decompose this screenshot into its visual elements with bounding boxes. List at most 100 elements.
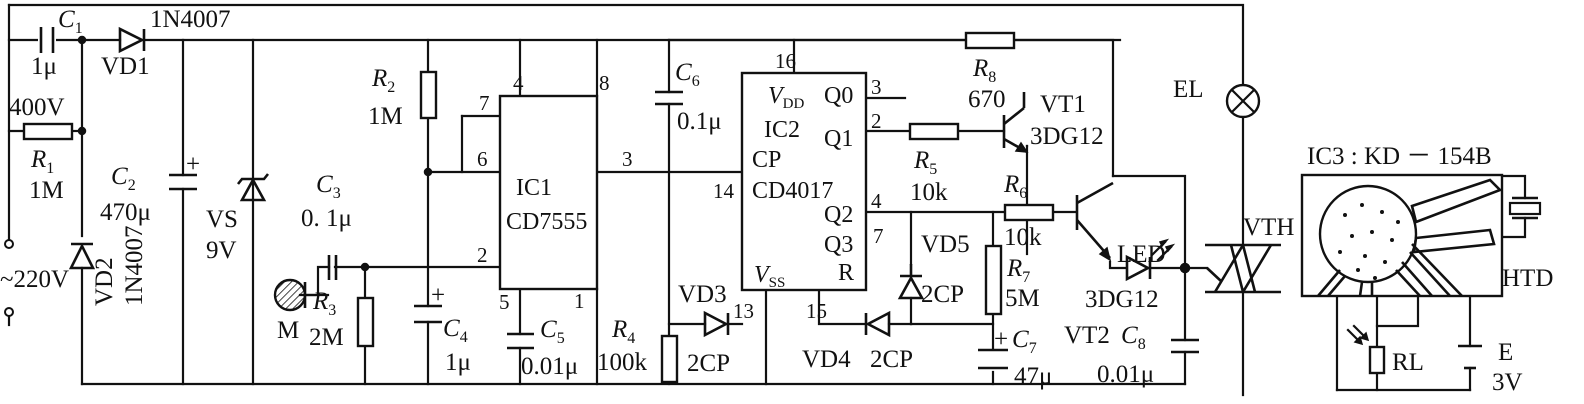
c4-label: C <box>443 315 460 342</box>
c2-plus: + <box>186 151 200 178</box>
svg-text:R8: R8 <box>972 55 996 86</box>
svg-text:C6: C6 <box>675 59 700 90</box>
capacitor-c7 <box>978 348 1008 370</box>
vs-label: VS <box>206 206 238 233</box>
vd3-label: VD3 <box>678 281 727 308</box>
r4-label-sub: 4 <box>627 330 635 347</box>
ic3-module <box>1300 173 1504 298</box>
ic2-pin-4: 4 <box>871 189 882 213</box>
capacitor-c4 <box>414 304 442 324</box>
mains-terminals <box>4 239 14 317</box>
ic1-pin-7: 7 <box>479 91 490 115</box>
mic-label: M <box>277 317 299 344</box>
vd4-type: 2CP <box>870 346 913 373</box>
c8-label: C <box>1121 322 1138 349</box>
vd1-label: VD1 <box>101 53 150 80</box>
svg-text:R6: R6 <box>1003 171 1027 202</box>
ic2-q2: Q2 <box>824 202 853 228</box>
led <box>1125 238 1176 282</box>
vt2-type: 3DG12 <box>1085 286 1159 313</box>
diode-vd3 <box>703 310 730 338</box>
ic1-name: IC1 <box>516 175 552 201</box>
svg-text:R1: R1 <box>30 146 54 177</box>
transistor-vt1 <box>1002 92 1029 154</box>
ic2-pin-numbers: 16 3 2 14 4 7 13 15 <box>713 49 884 323</box>
r2-value: 1M <box>368 103 403 130</box>
vs-value: 9V <box>206 237 237 264</box>
r3-label: R <box>312 288 328 315</box>
ic3-label: IC3 : KD － 154B <box>1307 143 1492 170</box>
c6-label: C <box>675 59 692 86</box>
c5-label: C <box>540 316 557 343</box>
microphone-m <box>273 278 307 312</box>
diode-vd1 <box>118 26 146 54</box>
resistor-r1 <box>22 122 74 141</box>
r1-voltage: 400V <box>9 94 65 121</box>
capacitor-c2 <box>169 173 197 191</box>
mains-label: ~220V <box>0 266 69 293</box>
ic2-name: IC2 <box>764 117 800 143</box>
r1-label: R <box>30 146 46 173</box>
r8-value: 670 <box>968 86 1006 113</box>
htd-label: HTD <box>1502 265 1553 292</box>
svg-text:C2: C2 <box>111 163 136 194</box>
c8-value: 0.01μ <box>1097 361 1154 388</box>
c6-label-sub: 6 <box>692 73 700 90</box>
c4-plus: + <box>431 282 445 309</box>
led-label: LED <box>1117 241 1166 268</box>
resistor-r4 <box>660 334 679 384</box>
ic2-vss-sub: SS <box>769 275 786 291</box>
r5-value: 10k <box>910 179 948 206</box>
r2-label-sub: 2 <box>387 79 395 96</box>
c2-label-sub: 2 <box>128 177 136 194</box>
ic2-q0: Q0 <box>824 83 853 109</box>
r6-label-sub: 6 <box>1019 185 1027 202</box>
ic1-pin-1: 1 <box>574 289 585 313</box>
r5-label: R <box>913 147 929 174</box>
r8-label: R <box>972 55 988 82</box>
photoresistor-rl <box>1346 324 1386 375</box>
r7-label-sub: 7 <box>1022 269 1030 286</box>
ic1-chip <box>498 94 599 291</box>
c3-value: 0. 1μ <box>301 205 352 232</box>
ic2-vss: V <box>754 262 771 288</box>
ic1-pin-6: 6 <box>477 147 488 171</box>
diode-vd2 <box>68 242 96 270</box>
svg-text:R2: R2 <box>371 65 395 96</box>
diode-vd5 <box>897 264 925 300</box>
c6-value: 0.1μ <box>677 108 722 135</box>
vd4-label: VD4 <box>802 346 851 373</box>
r7-value: 5M <box>1005 285 1040 312</box>
r7-label: R <box>1006 255 1022 282</box>
capacitor-c6 <box>655 90 683 106</box>
resistor-r6 <box>1003 203 1055 222</box>
resistor-r5 <box>908 122 960 141</box>
r6-value: 10k <box>1004 224 1042 251</box>
c1-value: 1μ <box>31 53 57 80</box>
c7-plus: + <box>994 326 1008 353</box>
c4-label-sub: 4 <box>460 329 468 346</box>
ic2-q3: Q3 <box>824 232 853 258</box>
svg-text:C8: C8 <box>1121 322 1146 353</box>
resistor-r2 <box>419 70 438 120</box>
ic2-type: CD4017 <box>752 178 833 204</box>
c7-value: 47μ <box>1014 363 1052 390</box>
lamp-el <box>1225 83 1261 119</box>
vth-label: VTH <box>1243 214 1294 241</box>
capacitor-c5 <box>507 332 534 350</box>
capacitor-c1 <box>38 27 56 53</box>
r1-value: 1M <box>29 177 64 204</box>
resistor-r8 <box>964 31 1016 50</box>
triac-vth <box>1205 241 1281 296</box>
r4-value: 100k <box>597 349 648 376</box>
c5-value: 0.01μ <box>521 353 578 380</box>
ic1-type: CD7555 <box>506 209 587 235</box>
diode-vd4 <box>864 310 891 338</box>
c1-label: C <box>58 6 75 33</box>
mic-lead <box>303 265 331 297</box>
e-value: 3V <box>1492 369 1523 396</box>
rl-label: RL <box>1392 349 1424 376</box>
battery-e <box>1458 344 1482 370</box>
capacitor-c8 <box>1171 338 1199 354</box>
